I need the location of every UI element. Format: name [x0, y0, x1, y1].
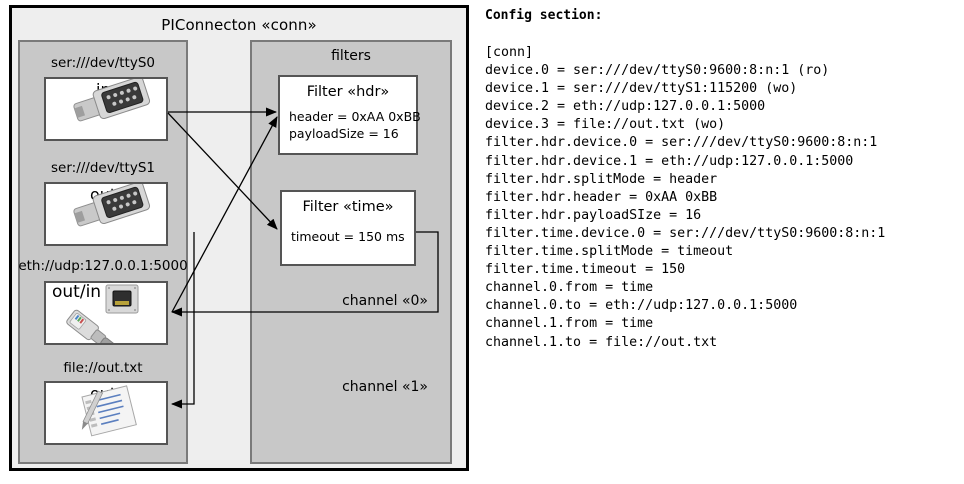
config-line: device.2 = eth://udp:127.0.0.1:5000 [485, 99, 766, 115]
config-line: channel.1.to = file://out.txt [485, 334, 718, 350]
config-line: [conn] [485, 45, 534, 60]
config-line: filter.hdr.device.0 = ser:///dev/ttyS0:9… [485, 135, 878, 151]
device-box-ser-ttys0[interactable]: in [44, 77, 168, 141]
filters-panel-title: filters [331, 48, 371, 64]
channel-1-route [171, 232, 195, 409]
config-line: device.1 = ser:///dev/ttyS1:115200 (wo) [485, 81, 798, 97]
channel-0-route [171, 231, 439, 317]
config-line: filter.hdr.splitMode = header [485, 171, 718, 187]
device-box-ser-ttys1[interactable]: out [44, 182, 168, 246]
filter-time-title: Filter «time» [302, 199, 394, 215]
text-file-pen-icon [81, 385, 137, 437]
config-line: channel.0.to = eth://udp:127.0.0.1:5000 [485, 298, 798, 314]
config-line: filter.time.timeout = 150 [485, 262, 686, 278]
filter-hdr-prop-header: header = 0xAA 0xBB [289, 109, 421, 124]
filter-hdr-title: Filter «hdr» [306, 84, 390, 100]
device-label-ser-ttys0: ser:///dev/ttyS0 [51, 55, 155, 71]
config-line: channel.1.from = time [485, 316, 654, 332]
config-heading: Config section: [485, 8, 603, 23]
config-section: Config section: [conn] device.0 = ser:///… [482, 0, 964, 484]
config-line: filter.hdr.header = 0xAA 0xBB [485, 189, 718, 205]
config-line: channel.0.from = time [485, 280, 654, 296]
diagram-title: PIConnecton «conn» [161, 16, 317, 34]
device-box-eth-udp[interactable]: out/in [44, 281, 168, 345]
filter-card-time[interactable]: Filter «time» timeout = 150 ms [280, 190, 416, 266]
config-lines: [conn] device.0 = ser:///dev/ttyS0:9600:8… [485, 44, 885, 352]
config-line: filter.hdr.payloadSIze = 16 [485, 207, 702, 223]
serial-db9-icon [73, 79, 151, 122]
device-label-ser-ttys1: ser:///dev/ttyS1 [51, 160, 155, 176]
device-label-file-out: file://out.txt [63, 360, 143, 376]
device-direction-outin-2: out/in [52, 282, 102, 302]
ethernet-jack-icon [66, 284, 139, 343]
device-box-file-out[interactable]: out [44, 381, 168, 445]
serial-db9-icon [73, 184, 151, 227]
config-line: filter.time.splitMode = timeout [485, 244, 734, 260]
filter-hdr-prop-payloadsize: payloadSize = 16 [289, 126, 399, 141]
config-line: device.0 = ser:///dev/ttyS0:9600:8:n:1 (… [485, 63, 830, 79]
arrow-eth-to-hdr [171, 116, 278, 313]
channel-label-1: channel «1» [342, 379, 428, 395]
filter-time-prop-timeout: timeout = 150 ms [291, 229, 405, 244]
config-line: filter.hdr.device.1 = eth://udp:127.0.0.… [485, 153, 854, 169]
channel-label-0: channel «0» [342, 293, 428, 309]
filter-card-hdr[interactable]: Filter «hdr» header = 0xAA 0xBB payloadS… [278, 75, 421, 155]
connector-lines [167, 107, 439, 409]
config-line: device.3 = file://out.txt (wo) [485, 117, 726, 133]
connection-diagram: PIConnecton «conn» ser:///dev/ttyS0 in [0, 0, 478, 484]
device-label-eth-udp: eth://udp:127.0.0.1:5000 [18, 258, 188, 274]
arrow-ttys0-to-time [167, 112, 278, 230]
config-line: filter.time.device.0 = ser:///dev/ttyS0:… [485, 225, 886, 241]
